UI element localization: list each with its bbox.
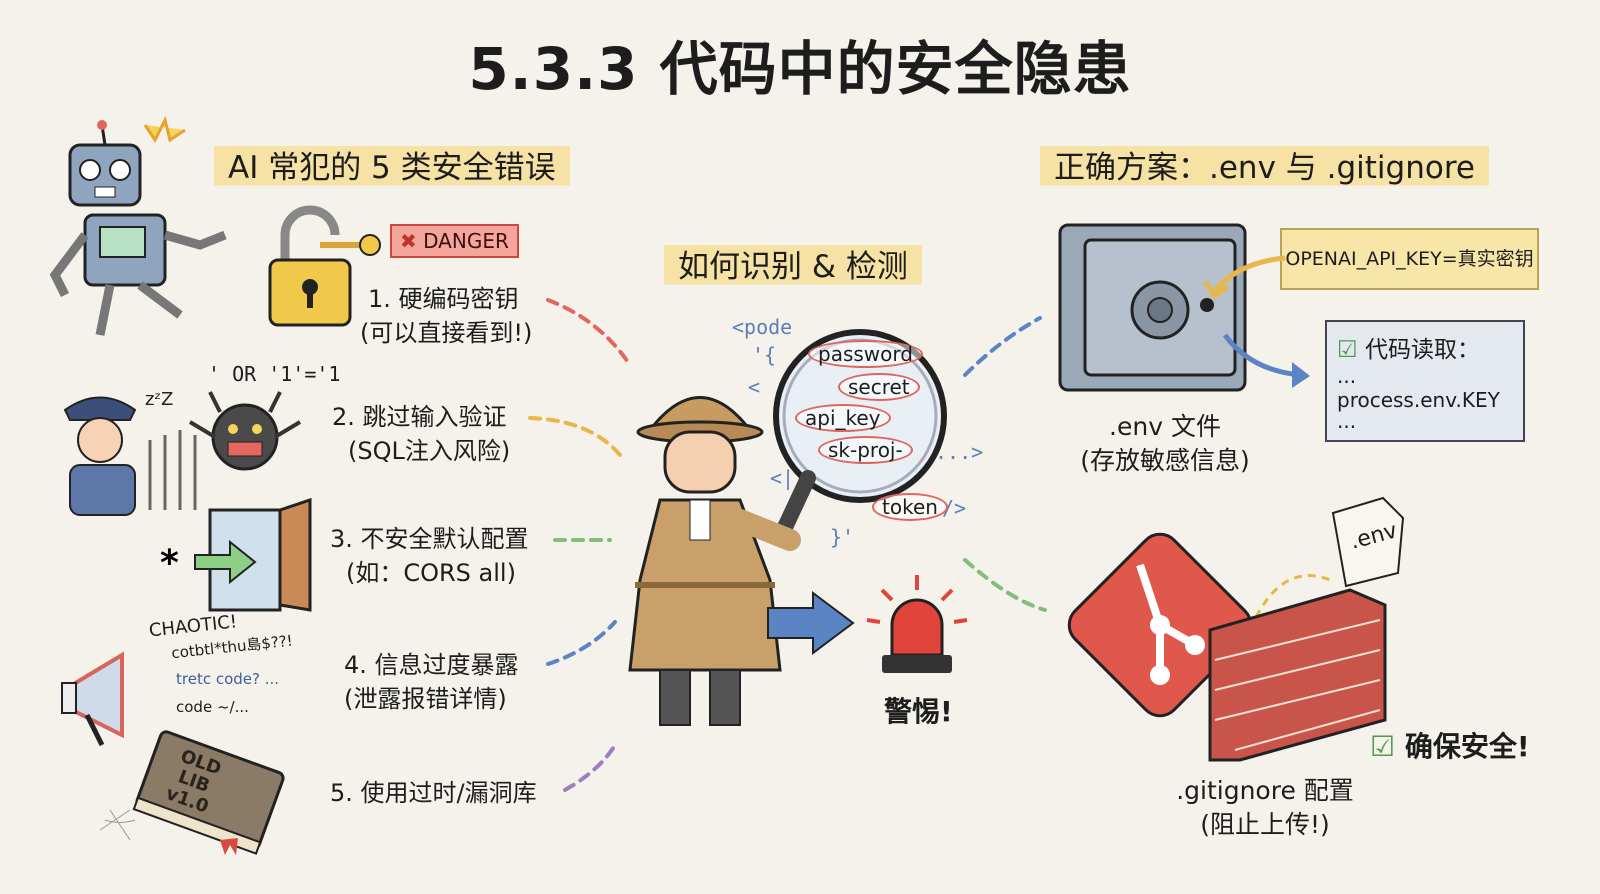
mistake-3-title: 3. 不安全默认配置: [330, 525, 529, 553]
mistake-item-5: 5. 使用过时/漏洞库: [330, 776, 537, 810]
code-fragment: ...>: [935, 440, 984, 464]
keyword-sk-proj: sk-proj-: [818, 436, 913, 464]
old-book-illustration: [99, 730, 285, 855]
code-fragment: }': [830, 525, 855, 549]
env-file-icon: [1331, 496, 1405, 588]
keyword-api-key: api_key: [795, 404, 891, 432]
mistake-item-1: 1. 硬编码密钥 (可以直接看到!): [360, 282, 532, 350]
arrow-mistake-2: [528, 416, 622, 457]
gitignore-caption-title: .gitignore 配置: [1176, 776, 1354, 805]
mistake-item-4: 4. 信息过度暴露 (泄露报错详情): [344, 648, 519, 716]
alarm-siren-icon: [866, 575, 968, 673]
code-fragment: <: [748, 375, 761, 399]
code-line: ...: [1337, 364, 1357, 388]
svg-text:*: *: [160, 543, 179, 584]
gitignore-caption-detail: (阻止上传!): [1200, 810, 1330, 839]
page-title: 5.3.3 代码中的安全隐患: [468, 35, 1132, 103]
arrow-to-git: [963, 558, 1047, 612]
env-value-card: OPENAI_API_KEY=真实密钥: [1280, 228, 1539, 290]
safe-caption-detail: (存放敏感信息): [1080, 446, 1250, 475]
megaphone-line: code ~/...: [176, 698, 249, 716]
secure-label: 确保安全!: [1404, 730, 1530, 763]
code-line: ...: [1337, 409, 1357, 433]
arrow-env-to-safe: [1213, 255, 1286, 292]
arrow-mistake-5: [563, 743, 617, 792]
safe-illustration: [1058, 223, 1247, 392]
mistake-3-detail: (如：CORS all): [346, 559, 516, 587]
code-fragment: <pode: [732, 315, 793, 339]
robot-illustration: [49, 115, 227, 336]
right-arrow-icon: [767, 591, 855, 655]
mistake-item-3: 3. 不安全默认配置 (如：CORS all): [330, 522, 529, 590]
mistake-5-title: 5. 使用过时/漏洞库: [330, 779, 537, 807]
mistake-item-2: 2. 跳过输入验证 (SQL注入风险): [332, 400, 510, 468]
safe-caption-title: .env 文件: [1109, 412, 1221, 441]
arrow-mistake-4: [546, 620, 617, 666]
code-line: process.env.KEY: [1337, 388, 1500, 412]
sleeping-guard-illustration: zᶻZ: [63, 389, 197, 516]
left-heading: AI 常犯的 5 类安全错误: [214, 138, 570, 191]
brick-wall-illustration: [1208, 588, 1387, 762]
sql-injection-snippet: ' OR '1'='1: [208, 362, 341, 386]
code-read-title: 代码读取：: [1364, 337, 1480, 363]
open-door-illustration: *: [160, 497, 312, 612]
checkmark-icon: ☑: [1370, 730, 1396, 763]
keyword-token: token: [872, 493, 948, 521]
mistake-1-detail: (可以直接看到!): [360, 319, 533, 347]
mistake-4-detail: (泄露报错详情): [344, 685, 507, 713]
keyword-secret: secret: [838, 373, 920, 401]
keyword-password: password: [808, 340, 923, 368]
mistake-2-title: 2. 跳过输入验证: [332, 403, 507, 431]
safe-caption: .env 文件 (存放敏感信息): [1070, 410, 1260, 478]
svg-text:zᶻZ: zᶻZ: [145, 389, 173, 410]
right-heading: 正确方案：.env 与 .gitignore: [1040, 138, 1489, 191]
megaphone-line: tretc code? ...: [176, 670, 280, 688]
arrow-mistake-1: [546, 298, 632, 367]
danger-badge: ✖ DANGER: [390, 224, 519, 258]
gitignore-caption: .gitignore 配置 (阻止上传!): [1160, 774, 1370, 842]
middle-heading: 如何识别 & 检测: [664, 237, 922, 290]
monster-illustration: [188, 391, 302, 471]
detective-illustration: [628, 396, 801, 726]
megaphone-icon: [61, 651, 124, 747]
checkmark-icon: ☑: [1337, 337, 1358, 363]
danger-badge-label: DANGER: [423, 229, 509, 253]
code-fragment: '{: [752, 343, 777, 367]
arrow-safe-to-code: [1222, 333, 1301, 378]
alert-label: 警惕!: [884, 695, 953, 728]
arrow-to-safe: [963, 316, 1042, 377]
code-read-title-row: ☑ 代码读取：: [1337, 330, 1513, 364]
code-read-card: ☑ 代码读取： ... process.env.KEY ...: [1325, 320, 1525, 442]
mistake-4-title: 4. 信息过度暴露: [344, 651, 519, 679]
mistake-2-detail: (SQL注入风险): [348, 437, 511, 465]
megaphone-code-text: tretc code? ... code ~/...: [176, 665, 279, 721]
mistake-1-title: 1. 硬编码密钥: [368, 285, 519, 313]
padlock-icon: [268, 205, 381, 327]
x-icon: ✖: [400, 229, 417, 253]
secure-label-row: ☑ 确保安全!: [1370, 725, 1530, 765]
